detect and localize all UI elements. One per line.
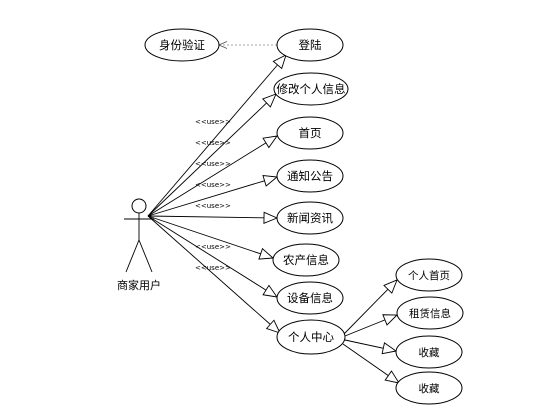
actor-figure[interactable]: 商家用户 (117, 198, 161, 292)
assoc-rental-info-line (344, 319, 386, 337)
actor-left-leg (125, 239, 140, 273)
use-case-login[interactable]: 登陆 (276, 28, 344, 62)
use-case-label: 收藏 (419, 346, 440, 359)
stereotype-label: <<use>> (195, 243, 231, 251)
use-case-equipment-info[interactable]: 设备信息 (276, 281, 344, 315)
use-case-label: 通知公告 (287, 169, 333, 183)
use-case-label: 个人首页 (408, 269, 450, 282)
assoc-edit-info-line (147, 102, 267, 217)
stereotype-labels: <<use>> <<use>> <<use>> <<use>> <<use>> … (195, 118, 231, 272)
assoc-favorite-1-arrowhead (381, 342, 398, 355)
use-case-identity-verify[interactable]: 身份验证 (144, 28, 220, 62)
use-case-label: 新闻资讯 (287, 211, 333, 225)
use-case-label: 个人中心 (288, 330, 334, 344)
use-case-personal-center[interactable]: 个人中心 (276, 319, 346, 355)
stereotype-label: <<use>> (195, 181, 231, 189)
assoc-edit-info-arrowhead (262, 93, 277, 108)
assoc-news-arrowhead (263, 211, 279, 224)
assoc-home-arrowhead (262, 135, 278, 149)
assoc-home-line (147, 142, 267, 217)
assoc-favorite-1-line (344, 339, 384, 349)
use-case-label: 农产信息 (283, 253, 329, 267)
use-case-agri-info[interactable]: 农产信息 (272, 243, 340, 277)
stereotype-label: <<use>> (195, 160, 231, 168)
use-case-label: 租赁信息 (409, 307, 451, 320)
assoc-favorite-2-arrowhead (384, 370, 400, 384)
use-case-label: 设备信息 (287, 291, 333, 305)
assoc-agri-info-line (147, 215, 261, 255)
assoc-news-line (147, 215, 265, 219)
use-case-label: 登陆 (299, 38, 322, 52)
use-case-home[interactable]: 首页 (276, 116, 344, 150)
assoc-rental-info-arrowhead (382, 314, 399, 326)
use-case-label: 首页 (299, 126, 322, 140)
assoc-login-arrowhead (272, 54, 287, 70)
stereotype-label: <<use>> (195, 139, 231, 147)
stereotype-label: <<use>> (195, 202, 231, 210)
use-case-label: 修改个人信息 (277, 82, 346, 96)
assoc-equipment-info-arrowhead (262, 284, 278, 298)
stereotype-label: <<use>> (195, 264, 231, 272)
assoc-notice-arrowhead (262, 174, 279, 187)
assoc-personal-home-line (343, 288, 389, 335)
use-case-personal-home[interactable]: 个人首页 (395, 258, 463, 292)
use-case-notice[interactable]: 通知公告 (276, 159, 344, 193)
actor-label: 商家用户 (117, 278, 161, 292)
stereotype-label: <<use>> (195, 118, 231, 126)
use-case-favorite-1[interactable]: 收藏 (395, 335, 463, 369)
use-case-label: 收藏 (419, 382, 440, 395)
assoc-agri-info-arrowhead (258, 247, 275, 260)
assoc-personal-center-line (147, 215, 271, 325)
use-case-favorite-2[interactable]: 收藏 (395, 371, 463, 405)
use-case-rental-info[interactable]: 租赁信息 (396, 296, 464, 330)
assoc-notice-line (147, 180, 265, 217)
assoc-login-line (147, 64, 278, 217)
association-lines (147, 54, 400, 384)
use-case-label: 身份验证 (159, 38, 205, 52)
use-case-edit-info[interactable]: 修改个人信息 (273, 72, 349, 106)
actor-right-leg (138, 239, 153, 273)
actor-head (131, 198, 147, 214)
use-case-news[interactable]: 新闻资讯 (276, 201, 344, 235)
assoc-personal-home-arrowhead (383, 279, 398, 294)
assoc-personal-center-arrowhead (265, 319, 281, 334)
assoc-favorite-2-line (342, 343, 389, 376)
assoc-equipment-info-line (147, 215, 267, 291)
